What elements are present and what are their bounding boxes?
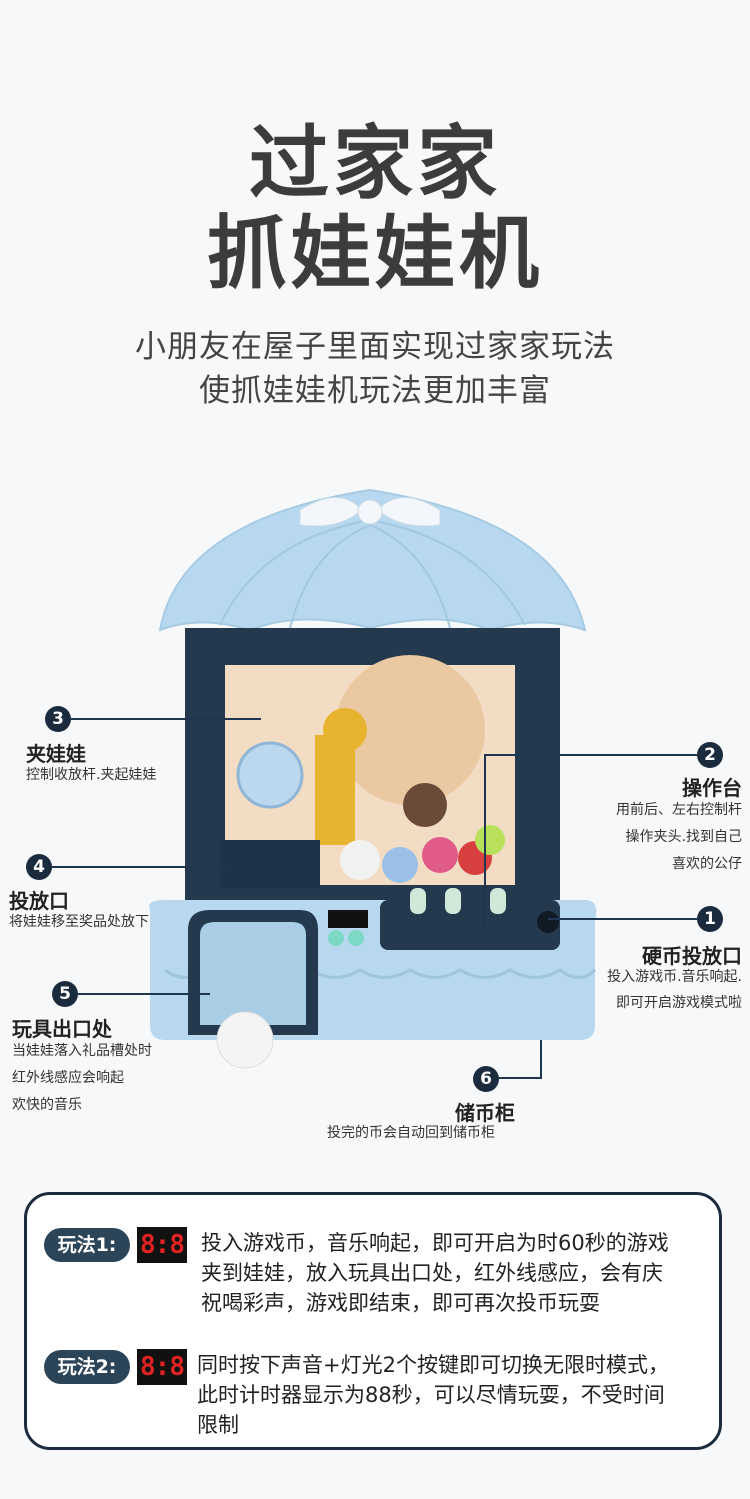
callout-3-desc: 控制收放杆.夹起娃娃 bbox=[26, 767, 157, 783]
subtitle-line2: 使抓娃娃机玩法更加丰富 bbox=[199, 373, 551, 409]
callout-6-title: 储币柜 bbox=[455, 1101, 515, 1125]
callout-1-badge: 1 bbox=[697, 906, 723, 932]
callout-5-desc-line2: 红外线感应会响起 bbox=[12, 1070, 124, 1086]
callout-6-line bbox=[499, 1077, 542, 1079]
callout-2-title: 操作台 bbox=[682, 776, 742, 800]
callout-2-desc-line3: 喜欢的公仔 bbox=[672, 856, 742, 872]
mode-1-description: 投入游戏币，音乐响起，即可开启为时60秒的游戏 夹到娃娃，放入玩具出口处，红外线… bbox=[201, 1228, 701, 1318]
mode-1-text-line1: 投入游戏币，音乐响起，即可开启为时60秒的游戏 bbox=[201, 1231, 669, 1255]
mode-1-label: 玩法1: bbox=[44, 1228, 130, 1262]
callout-5-desc-line3: 欢快的音乐 bbox=[12, 1097, 82, 1113]
callout-5-desc-line1: 当娃娃落入礼品槽处时 bbox=[12, 1043, 152, 1059]
subtitle-line1: 小朋友在屋子里面实现过家家玩法 bbox=[135, 329, 615, 365]
callout-2-line-vertical bbox=[484, 754, 486, 930]
callout-3-title: 夹娃娃 bbox=[26, 742, 86, 766]
callout-2-desc-line1: 用前后、左右控制杆 bbox=[616, 802, 742, 818]
callout-5-line bbox=[78, 993, 210, 995]
mode-2-text-line2: 此时计时器显示为88秒，可以尽情玩耍，不受时间 bbox=[197, 1383, 665, 1407]
callout-6-desc: 投完的币会自动回到储币柜 bbox=[327, 1125, 495, 1141]
mode-1-text-line3: 祝喝彩声，游戏即结束，即可再次投币玩耍 bbox=[201, 1291, 600, 1315]
mode-2-label: 玩法2: bbox=[44, 1350, 130, 1384]
callout-3-line bbox=[71, 718, 261, 720]
callout-4-title: 投放口 bbox=[9, 889, 69, 913]
mode-1-timer-display: 8:8 bbox=[137, 1227, 187, 1263]
mode-1-text-line2: 夹到娃娃，放入玩具出口处，红外线感应，会有庆 bbox=[201, 1261, 663, 1285]
callout-2-line bbox=[484, 754, 697, 756]
callout-6-badge: 6 bbox=[473, 1066, 499, 1092]
callout-5-badge: 5 bbox=[52, 981, 78, 1007]
callout-4-badge: 4 bbox=[26, 854, 52, 880]
callout-2-desc-line2: 操作夹头.找到自己 bbox=[625, 829, 742, 845]
claw-machine-illustration bbox=[149, 488, 597, 1069]
callout-5-title: 玩具出口处 bbox=[12, 1017, 112, 1041]
callout-4-line bbox=[52, 866, 232, 868]
mode-2-description: 同时按下声音+灯光2个按键即可切换无限时模式， 此时计时器显示为88秒，可以尽情… bbox=[197, 1350, 697, 1440]
callout-3-badge: 3 bbox=[45, 706, 71, 732]
callout-4-desc: 将娃娃移至奖品处放下 bbox=[9, 914, 149, 930]
callout-1-line bbox=[548, 918, 697, 920]
callout-2-badge: 2 bbox=[697, 742, 723, 768]
page-title-line1: 过家家 bbox=[249, 117, 501, 210]
callout-1-desc-line1: 投入游戏币.音乐响起. bbox=[607, 969, 742, 985]
callout-1-title: 硬币投放口 bbox=[642, 944, 742, 968]
callout-6-line-vertical bbox=[540, 1040, 542, 1078]
callout-1-desc-line2: 即可开启游戏模式啦 bbox=[616, 995, 742, 1011]
mode-2-text-line3: 限制 bbox=[197, 1413, 239, 1437]
page-title-line2: 抓娃娃机 bbox=[207, 207, 543, 300]
mode-2-text-line1: 同时按下声音+灯光2个按键即可切换无限时模式， bbox=[197, 1353, 669, 1377]
game-modes-panel: 玩法1: 8:8 投入游戏币，音乐响起，即可开启为时60秒的游戏 夹到娃娃，放入… bbox=[24, 1192, 722, 1450]
mode-2-timer-display: 8:8 bbox=[137, 1349, 187, 1385]
